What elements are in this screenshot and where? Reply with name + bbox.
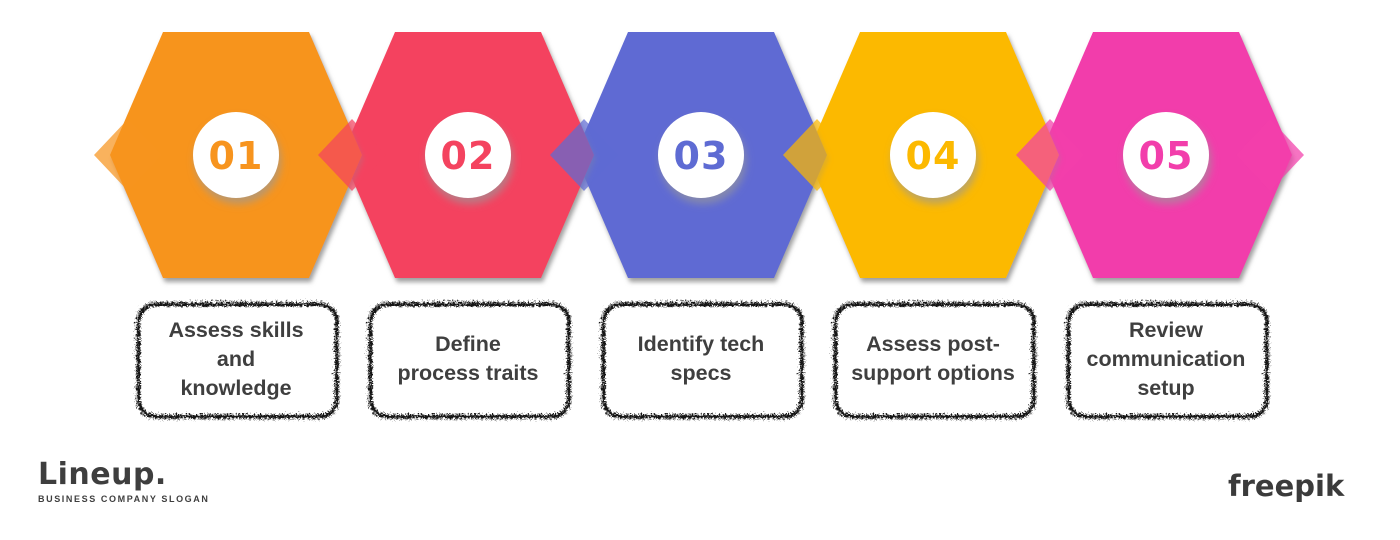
label-line: knowledge — [180, 375, 292, 400]
sketch-border — [830, 299, 1036, 419]
step-4-card-label: Assess post- support options — [834, 303, 1032, 415]
step-5-card-label: Review communication setup — [1067, 303, 1265, 415]
step-4-number: 04 — [906, 134, 961, 178]
connector-diamond-right-edge — [1236, 119, 1304, 191]
step-5-card: Review communication setup — [1063, 299, 1269, 419]
label-line: setup — [1137, 375, 1195, 400]
brand-tagline: BUSINESS COMPANY SLOGAN — [38, 494, 210, 504]
step-1-card: Assess skills and knowledge — [133, 299, 339, 419]
step-2-card-label: Define process traits — [369, 303, 567, 415]
connector-diamond-3-4 — [783, 119, 851, 191]
label-line: and — [216, 346, 256, 371]
step-1-number-badge — [193, 112, 279, 198]
sketch-border — [133, 299, 339, 419]
connector-diamond-left-edge — [94, 119, 162, 191]
step-1-card-label: Assess skills and knowledge — [137, 303, 335, 415]
step-5-number-badge — [1123, 112, 1209, 198]
label-line: Assess post- — [866, 332, 1000, 356]
label-line: Define — [435, 332, 501, 356]
sketch-border — [598, 299, 804, 419]
label-line: Assess skills — [168, 317, 304, 342]
connector-diamond-2-3 — [550, 119, 618, 191]
step-2-number-badge — [425, 112, 511, 198]
connector-diamond-1-2 — [318, 119, 386, 191]
label-line: support options — [851, 361, 1015, 385]
label-line: process traits — [397, 361, 539, 385]
step-3-number-badge — [658, 112, 744, 198]
sketch-border — [1063, 299, 1269, 419]
step-3-card: Identify tech specs — [598, 299, 804, 419]
step-3-number: 03 — [674, 134, 729, 178]
step-3-card-label: Identify tech specs — [602, 303, 800, 415]
label-line: Review — [1128, 317, 1204, 342]
brand-logo-text: Lineup. — [38, 457, 167, 492]
watermark: freepik — [1228, 469, 1345, 503]
step-5-number: 05 — [1139, 134, 1194, 178]
step-4-number-badge — [890, 112, 976, 198]
connector-diamond-4-5 — [1016, 119, 1084, 191]
step-2-card: Define process traits — [365, 299, 571, 419]
step-4-card: Assess post- support options — [830, 299, 1036, 419]
hexagon-process-band: 01 02 03 04 05 — [94, 32, 1304, 278]
label-line: specs — [670, 361, 732, 385]
label-line: communication — [1086, 346, 1246, 371]
sketch-border — [365, 299, 571, 419]
label-line: Identify tech — [637, 332, 765, 356]
step-2-number: 02 — [441, 134, 496, 178]
brand-logo: Lineup. BUSINESS COMPANY SLOGAN — [38, 457, 210, 505]
step-1-number: 01 — [209, 134, 264, 178]
